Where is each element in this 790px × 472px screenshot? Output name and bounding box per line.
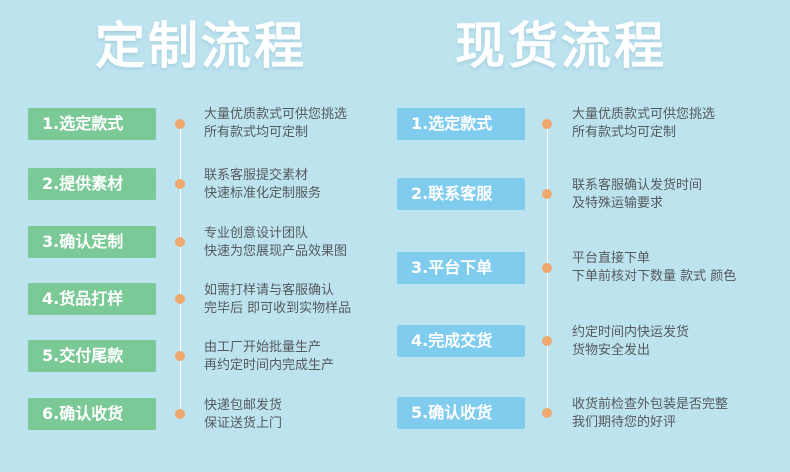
- stock-step-5-label: 5.确认收货: [397, 397, 525, 429]
- stock-step-3-dot: [542, 263, 552, 273]
- custom-step-4-desc-line1: 如需打样请与客服确认: [204, 283, 335, 298]
- stock-step-4-desc-line1: 约定时间内快运发货: [572, 325, 690, 340]
- stock-step-3: 3.平台下单: [397, 252, 525, 284]
- custom-step-1-dot: [175, 119, 185, 129]
- custom-step-4: 4.货品打样: [28, 283, 156, 315]
- custom-step-1: 1.选定款式: [28, 108, 156, 140]
- stock-step-1-desc-line1: 大量优质款式可供您挑选: [572, 107, 716, 122]
- custom-step-3-dot: [175, 237, 185, 247]
- stock-step-2-dot: [542, 189, 552, 199]
- stock-step-4-dot: [542, 336, 552, 346]
- stock-step-1-dot: [542, 119, 552, 129]
- stock-step-4: 4.完成交货: [397, 325, 525, 357]
- stock-step-2-desc-line1: 联系客服确认发货时间: [572, 178, 703, 193]
- stock-step-2-desc-line2: 及特殊运输要求: [572, 196, 664, 211]
- stock-step-5-dot: [542, 408, 552, 418]
- custom-step-3: 3.确认定制: [28, 226, 156, 258]
- custom-timeline-line: [180, 122, 181, 412]
- custom-step-2-desc-line1: 联系客服提交素材: [204, 168, 309, 183]
- custom-step-5-label: 5.交付尾款: [28, 340, 156, 372]
- custom-step-1-label: 1.选定款式: [28, 108, 156, 140]
- custom-step-4-desc: 如需打样请与客服确认 完毕后 即可收到实物样品: [204, 282, 351, 318]
- stock-step-5-desc-line1: 收货前检查外包装是否完整: [572, 397, 729, 412]
- stock-step-2-desc: 联系客服确认发货时间 及特殊运输要求: [572, 177, 702, 213]
- custom-step-6-desc-line2: 保证送货上门: [204, 416, 283, 431]
- custom-step-3-desc-line2: 快速为您展现产品效果图: [204, 244, 348, 259]
- custom-step-5: 5.交付尾款: [28, 340, 156, 372]
- custom-step-6-label: 6.确认收货: [28, 398, 156, 430]
- stock-step-2-label: 2.联系客服: [397, 178, 525, 210]
- stock-step-3-label: 3.平台下单: [397, 252, 525, 284]
- stock-step-5: 5.确认收货: [397, 397, 525, 429]
- custom-step-2-desc-line2: 快速标准化定制服务: [204, 186, 322, 201]
- custom-step-1-desc-line2: 所有款式均可定制: [204, 125, 309, 140]
- custom-step-2-desc: 联系客服提交素材 快速标准化定制服务: [204, 167, 321, 203]
- stock-step-3-desc-line2: 下单前核对下数量 款式 颜色: [572, 269, 737, 284]
- stock-step-4-desc-line2: 货物安全发出: [572, 343, 651, 358]
- custom-step-6: 6.确认收货: [28, 398, 156, 430]
- custom-step-6-desc-line1: 快递包邮发货: [204, 398, 283, 413]
- custom-step-4-desc-line2: 完毕后 即可收到实物样品: [204, 301, 352, 316]
- stock-step-4-desc: 约定时间内快运发货 货物安全发出: [572, 324, 689, 360]
- stock-step-3-desc-line1: 平台直接下单: [572, 251, 651, 266]
- custom-step-3-label: 3.确认定制: [28, 226, 156, 258]
- stock-step-3-desc: 平台直接下单 下单前核对下数量 款式 颜色: [572, 250, 736, 286]
- custom-step-4-label: 4.货品打样: [28, 283, 156, 315]
- custom-step-1-desc: 大量优质款式可供您挑选 所有款式均可定制: [204, 106, 347, 142]
- stock-step-1-label: 1.选定款式: [397, 108, 525, 140]
- stock-step-4-label: 4.完成交货: [397, 325, 525, 357]
- custom-step-3-desc: 专业创意设计团队 快速为您展现产品效果图: [204, 225, 347, 261]
- custom-step-5-desc: 由工厂开始批量生产 再约定时间内完成生产: [204, 339, 334, 375]
- stock-process-title: 现货流程: [455, 17, 667, 75]
- stock-step-2: 2.联系客服: [397, 178, 525, 210]
- custom-step-6-desc: 快递包邮发货 保证送货上门: [204, 397, 282, 433]
- custom-step-3-desc-line1: 专业创意设计团队: [204, 226, 309, 241]
- custom-step-6-dot: [175, 409, 185, 419]
- custom-step-2-label: 2.提供素材: [28, 168, 156, 200]
- stock-step-1-desc: 大量优质款式可供您挑选 所有款式均可定制: [572, 106, 715, 142]
- custom-step-5-desc-line1: 由工厂开始批量生产: [204, 340, 322, 355]
- custom-process-title: 定制流程: [95, 17, 307, 75]
- stock-step-5-desc: 收货前检查外包装是否完整 我们期待您的好评: [572, 396, 728, 432]
- custom-step-2: 2.提供素材: [28, 168, 156, 200]
- stock-step-1: 1.选定款式: [397, 108, 525, 140]
- custom-step-2-dot: [175, 179, 185, 189]
- stock-step-1-desc-line2: 所有款式均可定制: [572, 125, 677, 140]
- custom-step-1-desc-line1: 大量优质款式可供您挑选: [204, 107, 348, 122]
- custom-step-5-desc-line2: 再约定时间内完成生产: [204, 358, 335, 373]
- custom-step-4-dot: [175, 294, 185, 304]
- custom-step-5-dot: [175, 351, 185, 361]
- stock-step-5-desc-line2: 我们期待您的好评: [572, 415, 677, 430]
